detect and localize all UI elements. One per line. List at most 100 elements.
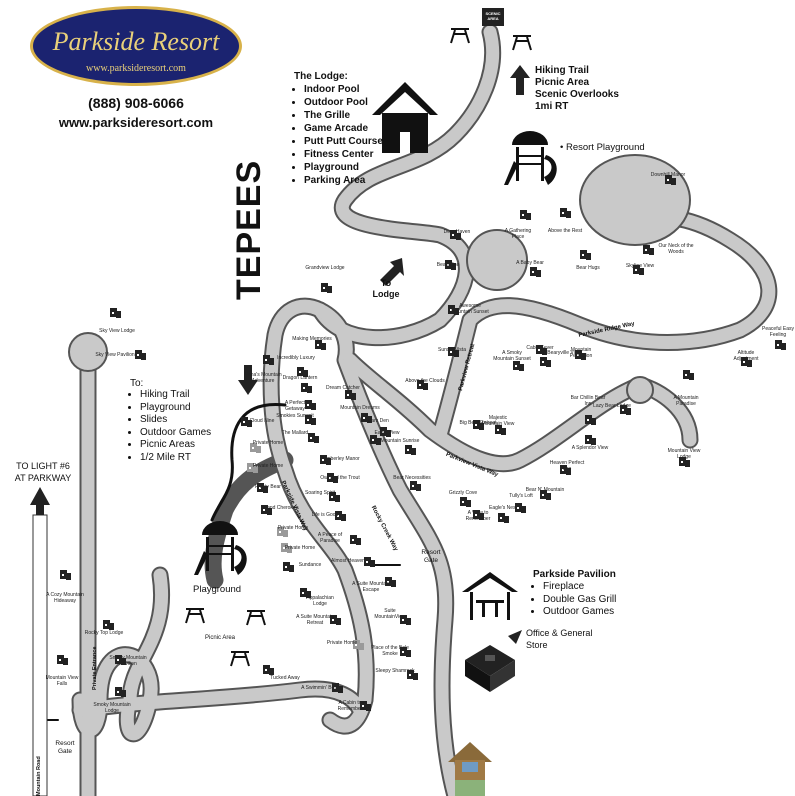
cabin-icon[interactable] [575,350,586,360]
cabin-icon[interactable] [536,345,547,355]
cabin-label: Almost Heaven [331,558,365,564]
cabin-icon[interactable] [407,670,418,680]
road-mountain-road: Mountain Road [36,756,42,796]
cabin-icon[interactable] [330,615,341,625]
cabin-icon[interactable] [350,535,361,545]
website-link[interactable]: www.parksideresort.com [58,115,214,130]
cabin-icon[interactable] [103,620,114,630]
cabin-icon[interactable] [247,463,258,473]
cabin-icon[interactable] [283,562,294,572]
cabin-icon[interactable] [665,175,676,185]
cabin-icon[interactable] [60,570,71,580]
cabin-icon[interactable] [361,413,372,423]
cabin-icon[interactable] [400,615,411,625]
cabin-icon[interactable] [115,655,126,665]
pavilion-list: Fireplace Double Gas Grill Outdoor Games [533,581,616,619]
cabin-icon[interactable] [560,465,571,475]
cabin-icon[interactable] [115,687,126,697]
cabin-icon[interactable] [400,647,411,657]
cabin-label: A Swimmin' Bear [301,685,339,691]
cabin-icon[interactable] [57,655,68,665]
playground-icon [504,131,557,185]
cabin-icon[interactable] [329,492,340,502]
cabin-icon[interactable] [345,390,356,400]
cabin-label: Grandview Lodge [305,265,345,271]
cabin-icon[interactable] [110,308,121,318]
cabin-icon[interactable] [495,425,506,435]
cabin-icon[interactable] [445,260,456,270]
cabin-icon[interactable] [305,400,316,410]
cabin-icon[interactable] [277,527,288,537]
to-item: Slides [140,414,211,427]
cabin-label: Mountain View Falls [45,675,79,687]
cabin-icon[interactable] [448,305,459,315]
cabin-icon[interactable] [263,355,274,365]
cabin-icon[interactable] [353,640,364,650]
arrow-up-icon [510,65,530,95]
cabin-icon[interactable] [515,503,526,513]
cabin-icon[interactable] [360,701,371,711]
cabin-icon[interactable] [460,497,471,507]
cabin-icon[interactable] [741,357,752,367]
cabin-icon[interactable] [332,683,343,693]
cabin-icon[interactable] [540,490,551,500]
cabin-icon[interactable] [335,511,346,521]
cabin-icon[interactable] [315,340,326,350]
cabin-label: Dream Catcher [326,385,360,391]
resort-logo[interactable]: Parkside Resort www.parksideresort.com [30,6,242,86]
cabin-icon[interactable] [263,665,274,675]
cabin-icon[interactable] [580,250,591,260]
cabin-icon[interactable] [473,510,484,520]
cabin-icon[interactable] [540,357,551,367]
cabin-icon[interactable] [560,208,571,218]
cabin-icon[interactable] [775,340,786,350]
cabin-icon[interactable] [643,245,654,255]
cabin-icon[interactable] [301,383,312,393]
cabin-icon[interactable] [683,370,694,380]
cabin-icon[interactable] [417,380,428,390]
cabin-icon[interactable] [410,481,421,491]
cabin-label: The Mallard [281,430,309,436]
cabin-icon[interactable] [250,443,261,453]
cabin-icon[interactable] [135,350,146,360]
cabin-icon[interactable] [620,405,631,415]
cabin-icon[interactable] [305,415,316,425]
cabin-icon[interactable] [380,427,391,437]
cabin-icon[interactable] [370,435,381,445]
cabin-label: Appalachian Lodge [306,595,334,607]
cabin-icon[interactable] [364,557,375,567]
phone-number[interactable]: (888) 908-6066 [88,95,184,111]
cabin-icon[interactable] [281,543,292,553]
cabin-icon[interactable] [585,435,596,445]
resort-playground-label: • Resort Playground [560,142,645,153]
cabin-icon[interactable] [679,457,690,467]
cabin-icon[interactable] [321,283,332,293]
logo-url: www.parksideresort.com [86,63,186,74]
cabin-icon[interactable] [320,455,331,465]
cabin-icon[interactable] [450,230,461,240]
cabin-label: Our Neck of the Woods [658,243,694,255]
cabin-icon[interactable] [585,415,596,425]
cabin-icon[interactable] [520,210,531,220]
cabin-icon[interactable] [261,505,272,515]
pavilion-item: Outdoor Games [543,606,616,619]
cabin-icon[interactable] [385,577,396,587]
cabin-icon[interactable] [498,513,509,523]
cabin-icon[interactable] [448,347,459,357]
cabin-icon[interactable] [633,265,644,275]
cabin-icon[interactable] [297,367,308,377]
to-items: Hiking Trail Playground Slides Outdoor G… [130,389,211,464]
cabin-icon[interactable] [327,473,338,483]
cabin-label: Private Home [252,440,284,446]
bullet: • [560,142,566,153]
cabin-icon[interactable] [473,420,484,430]
cabin-icon[interactable] [530,267,541,277]
lodge-item: The Grille [304,109,383,122]
cabin-icon[interactable] [300,588,311,598]
cabin-icon[interactable] [257,483,268,493]
cabin-icon[interactable] [405,445,416,455]
cabin-label: A Gathering Place [504,228,532,240]
cabin-icon[interactable] [308,433,319,443]
cabin-icon[interactable] [513,361,524,371]
cabin-icon[interactable] [241,417,252,427]
